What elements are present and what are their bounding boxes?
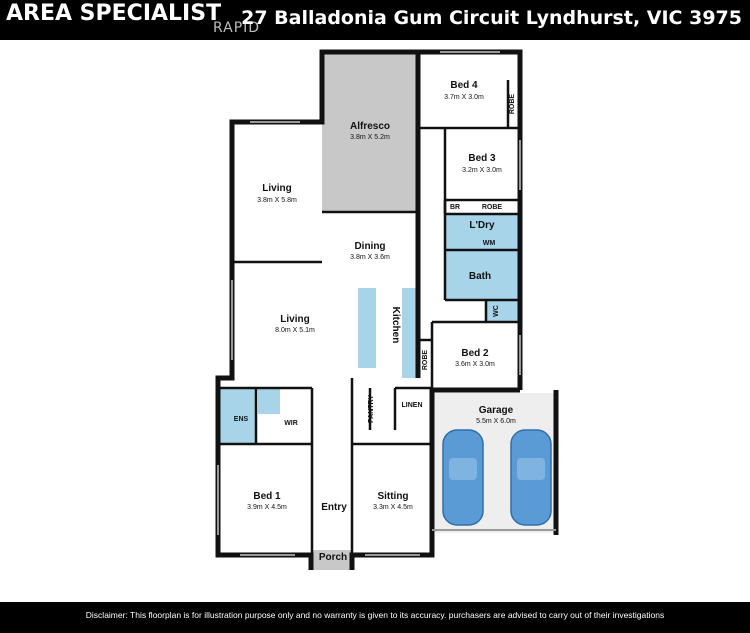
bed4-label: Bed 4 [450, 80, 478, 91]
interior-walls [218, 80, 520, 555]
bath-label: Bath [469, 271, 491, 282]
disclaimer-text: Disclaimer: This floorplan is for illust… [85, 610, 665, 620]
ensuite-label: ENS [234, 416, 249, 423]
dining-dims: 3.8m X 3.6m [350, 254, 390, 261]
living-main-dims: 8.0m X 5.1m [275, 327, 315, 334]
pantry-label: PANTRY [368, 395, 375, 423]
brand-sub: RAPID [213, 20, 261, 36]
footer-bar: Disclaimer: This floorplan is for illust… [0, 602, 750, 633]
bed3-dims: 3.2m X 3.0m [462, 167, 502, 174]
bed1-dims: 3.9m X 4.5m [247, 504, 287, 511]
windows [217, 51, 556, 556]
porch-area [311, 550, 352, 570]
dining-label: Dining [354, 241, 385, 252]
alfresco-dims: 3.8m X 5.2m [350, 134, 390, 141]
bed3-label: Bed 3 [468, 153, 496, 164]
linen-label: LINEN [402, 402, 423, 409]
bed4-robe-label: ROBE [509, 94, 516, 115]
laundry-label: L'Dry [469, 220, 495, 231]
living-top-label: Living [262, 183, 291, 194]
ensuite-area [218, 388, 256, 444]
ensuite-vanity [258, 388, 280, 414]
garage-dims: 5.5m X 6.0m [476, 418, 516, 425]
sitting-dims: 3.3m X 4.5m [373, 504, 413, 511]
kitchen-island [358, 288, 376, 368]
property-address: 27 Balladonia Gum Circuit Lyndhurst, VIC… [241, 7, 742, 29]
wm-label: WM [483, 240, 496, 247]
living-main-label: Living [280, 314, 309, 325]
alfresco-label: Alfresco [350, 121, 390, 132]
bed1-label: Bed 1 [253, 491, 281, 502]
kitchen-label: Kitchen [390, 307, 401, 344]
car-icon [442, 429, 484, 526]
garage-label: Garage [479, 405, 514, 416]
bed2-robe-label: ROBE [422, 350, 429, 371]
brand-name: AREA SPECIALIST [6, 1, 222, 26]
car-icon [510, 429, 552, 526]
bath-area [445, 250, 520, 300]
kitchen-bench [402, 288, 418, 378]
br-label: BR [450, 204, 460, 211]
wc-label: WC [493, 305, 500, 317]
alfresco-area [322, 52, 418, 212]
bed2-dims: 3.6m X 3.0m [455, 361, 495, 368]
living-top-dims: 3.8m X 5.8m [257, 197, 297, 204]
wir-label: WIR [284, 420, 298, 427]
laundry-area [445, 214, 520, 249]
wc-area [486, 300, 520, 322]
bed3-robe-label: ROBE [482, 204, 503, 211]
bed4-dims: 3.7m X 3.0m [444, 94, 484, 101]
header-bar: AREA SPECIALIST RAPID 27 Balladonia Gum … [0, 0, 750, 40]
sitting-label: Sitting [377, 491, 408, 502]
bed2-label: Bed 2 [461, 348, 489, 359]
entry-label: Entry [321, 502, 347, 513]
porch-label: Porch [319, 552, 347, 563]
